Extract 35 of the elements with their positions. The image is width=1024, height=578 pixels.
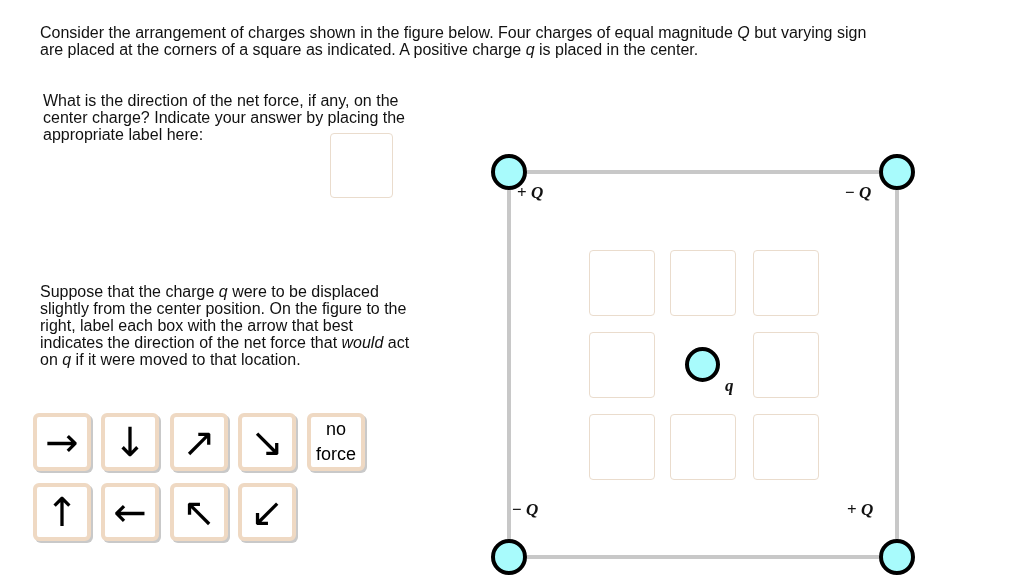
label-tile: no force (307, 413, 365, 471)
square-side-line (507, 190, 511, 539)
answer-box (753, 414, 819, 480)
answer-box (330, 133, 393, 198)
square-side-line (895, 190, 899, 539)
answer-box (753, 332, 819, 398)
instruction-text: Consider the arrangement of charges shown in the figure below. Four charges of equal magnitude Q but varying sign are placed at the corners of a square as indicated. A positive charge q is placed in the center. (40, 24, 868, 58)
answer-box (753, 250, 819, 316)
charge-label: − Q (845, 184, 872, 202)
arrow-label-tile: ↓ (101, 413, 159, 471)
instruction-text: What is the direction of the net force, if any, on the center charge? Indicate your answer by placing the appropriate label here: (43, 92, 406, 143)
answer-box (589, 250, 655, 316)
arrow-label-tile: → (33, 413, 91, 471)
arrow-label-tile: ↖ (170, 483, 228, 541)
arrow-label-tile: ↘ (238, 413, 296, 471)
charge-circle (491, 154, 527, 190)
arrow-label-tile: ↗ (170, 413, 228, 471)
charge-label: q (725, 377, 734, 395)
charge-circle (879, 539, 915, 575)
arrow-label-tile: ↙ (238, 483, 296, 541)
square-side-line (527, 555, 879, 559)
arrow-label-tile: ← (101, 483, 159, 541)
charge-label: + Q (517, 184, 544, 202)
answer-box (589, 332, 655, 398)
arrow-label-tile: ↑ (33, 483, 91, 541)
answer-box (589, 414, 655, 480)
charge-circle (491, 539, 527, 575)
instruction-text: Suppose that the charge q were to be displaced slightly from the center position. On the figure to the right, label each box with the arrow that best indicates the direction of the net force that would act on q if it were moved to that location. (40, 283, 411, 368)
charge-circle (879, 154, 915, 190)
answer-box (670, 414, 736, 480)
charge-circle (685, 347, 720, 382)
charge-label: − Q (512, 501, 539, 519)
answer-box (670, 250, 736, 316)
charge-label: + Q (847, 501, 874, 519)
square-side-line (527, 170, 879, 174)
